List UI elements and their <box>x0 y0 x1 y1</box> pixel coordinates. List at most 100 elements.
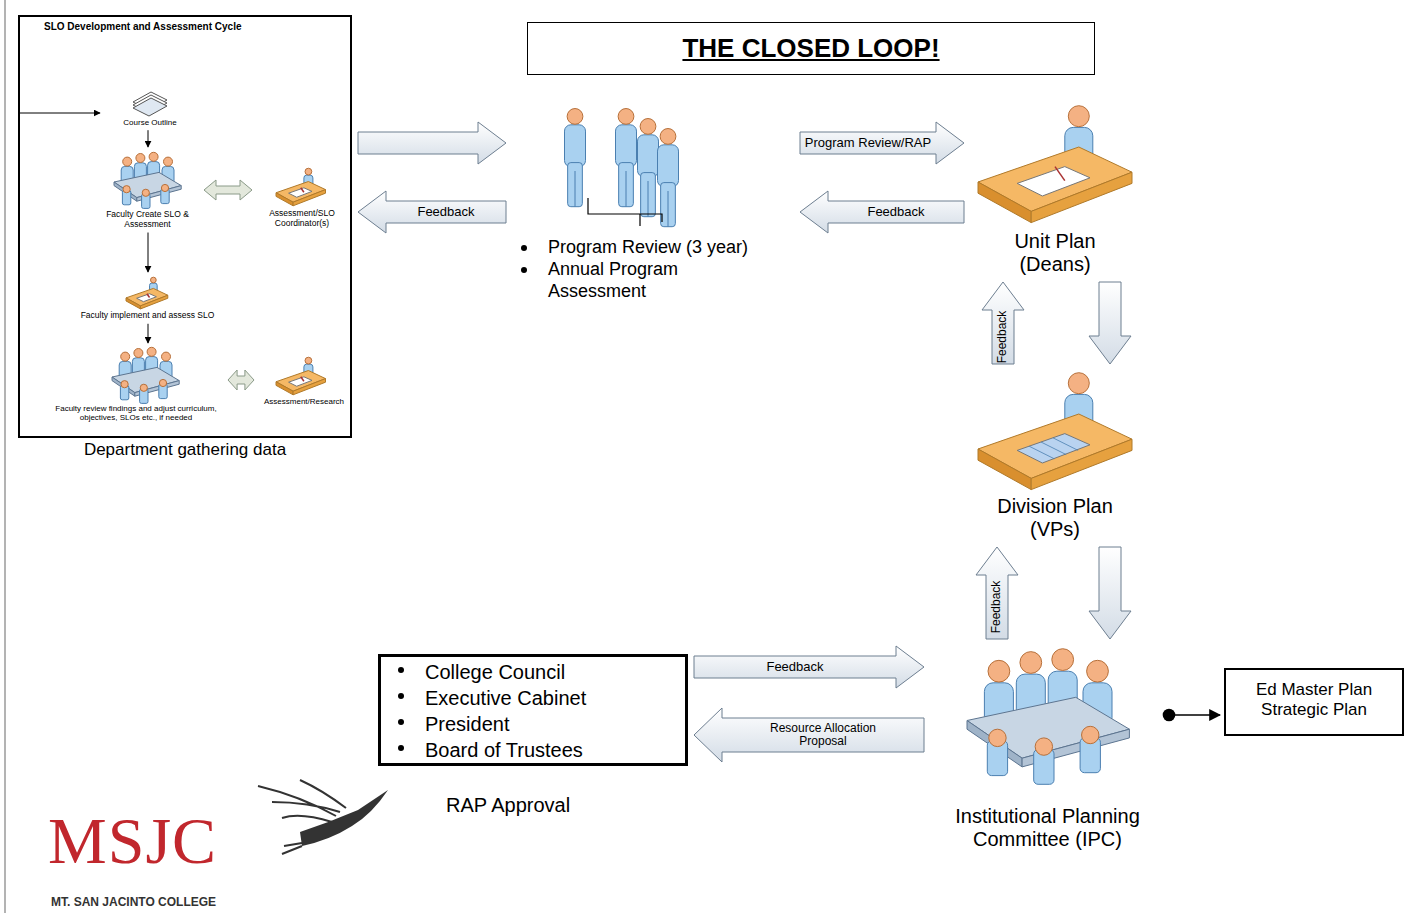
person-legs <box>619 163 634 207</box>
person-head <box>1068 106 1089 127</box>
edge-label: Program Review/RAP <box>805 136 931 150</box>
block-arrow <box>204 180 252 200</box>
person-head <box>988 660 1010 682</box>
person-head <box>660 129 676 145</box>
paper <box>1017 167 1090 196</box>
eagle-logo <box>258 780 388 854</box>
page-rule <box>4 0 6 913</box>
approval-box: College CouncilExecutive CabinetPresiden… <box>378 654 688 817</box>
person-head <box>640 119 656 135</box>
pen <box>301 377 304 382</box>
person-leg-gap <box>626 171 627 207</box>
pen <box>1055 167 1065 181</box>
unit-plan: Unit Plan (Deans) <box>970 105 1140 276</box>
person-head <box>164 157 173 166</box>
block-arrow <box>358 122 506 164</box>
paper <box>289 377 312 386</box>
bullet-item: Executive Cabinet <box>389 685 685 711</box>
person-head <box>149 152 158 161</box>
node-text: Institutional Planning Committee (IPC) <box>953 805 1143 851</box>
person-head <box>140 384 147 391</box>
person-head <box>123 157 132 166</box>
blueprint-line <box>1029 446 1054 459</box>
person-head <box>1068 373 1089 394</box>
bullet-item: Program Review (3 year) <box>512 237 763 259</box>
connector-line <box>148 130 149 147</box>
logo-wordmark: MSJC <box>48 808 217 874</box>
logo-subtitle: MT. SAN JACINTO COLLEGE <box>51 895 216 909</box>
person-head <box>618 109 634 125</box>
node-text: Faculty Create SLO & Assessment <box>100 210 195 230</box>
person-legs <box>641 173 656 217</box>
node-text: Course Outline <box>105 118 195 127</box>
paper <box>137 294 157 302</box>
slo-cycle-panel: SLO Development and Assessment CycleDepa… <box>18 15 352 460</box>
person-torso <box>658 145 679 187</box>
person-head <box>161 184 168 191</box>
block-arrow <box>982 282 1024 364</box>
eagle-tail <box>282 843 302 854</box>
person-head <box>142 189 149 196</box>
person-head <box>305 168 312 175</box>
person-leg-gap <box>575 171 576 207</box>
person-head <box>121 352 130 361</box>
person-head <box>1020 652 1042 674</box>
edge-label: Feedback <box>766 660 823 674</box>
block-arrow <box>694 708 924 762</box>
edge-label: Feedback <box>990 581 1003 634</box>
blueprint-line <box>1041 442 1066 455</box>
person-legs <box>568 163 583 207</box>
node-text: Department gathering data <box>70 440 300 460</box>
cycle-step: Course Outline <box>105 86 195 127</box>
bullet-item: Annual Program Assessment <box>512 259 763 303</box>
person-head <box>567 109 583 125</box>
block-arrow <box>800 191 964 233</box>
paper <box>1017 434 1090 463</box>
person-head <box>159 379 166 386</box>
block-arrow <box>800 122 964 164</box>
cycle-step: Assessment/Research <box>258 355 350 406</box>
person-head <box>134 349 143 358</box>
block-arrow <box>228 370 254 390</box>
block-arrow <box>976 547 1018 639</box>
edge-label: Feedback <box>996 311 1009 364</box>
pen <box>147 294 150 298</box>
node-text: Division Plan (VPs) <box>980 495 1130 541</box>
bullet-item: President <box>389 711 685 737</box>
blueprint-line <box>1053 438 1078 451</box>
person-leg-gap <box>648 181 649 217</box>
connector-line <box>148 233 149 272</box>
person-head <box>1035 738 1052 755</box>
person-head <box>1082 726 1099 743</box>
edge-label: Feedback <box>417 205 474 219</box>
division-plan: Division Plan (VPs) <box>970 370 1140 541</box>
person-head <box>989 729 1006 746</box>
panel-frame: College CouncilExecutive CabinetPresiden… <box>378 654 688 766</box>
person-head <box>151 277 157 283</box>
title-box: THE CLOSED LOOP! <box>527 22 1095 75</box>
cycle-step: Faculty implement and assess SLO <box>60 275 235 321</box>
connector-line <box>1169 714 1220 716</box>
person-head <box>121 381 128 388</box>
node-text: SLO Development and Assessment Cycle <box>20 17 350 33</box>
node-text: RAP Approval <box>378 794 688 817</box>
eagle-wing <box>258 780 346 822</box>
loop-entry-line <box>20 113 100 114</box>
node-text: Assessment/SLO Coordinator(s) <box>258 209 346 229</box>
person-torso <box>565 125 586 167</box>
bullet-item: Board of Trustees <box>389 737 685 763</box>
block-arrow <box>1089 282 1131 364</box>
cycle-step: Faculty review findings and adjust curri… <box>48 346 224 422</box>
node-text: Unit Plan (Deans) <box>1000 230 1110 276</box>
org-lines <box>588 198 662 226</box>
block-arrow <box>358 191 506 233</box>
edge-label: Resource Allocation Proposal <box>761 722 886 748</box>
planning-committee: Institutional Planning Committee (IPC) <box>930 645 1165 851</box>
desk-edge <box>978 449 1031 490</box>
person-torso <box>616 125 637 167</box>
figures <box>112 92 1132 854</box>
cycle-step: Faculty Create SLO & Assessment <box>95 150 200 230</box>
bullet-item: College Council <box>389 659 685 685</box>
